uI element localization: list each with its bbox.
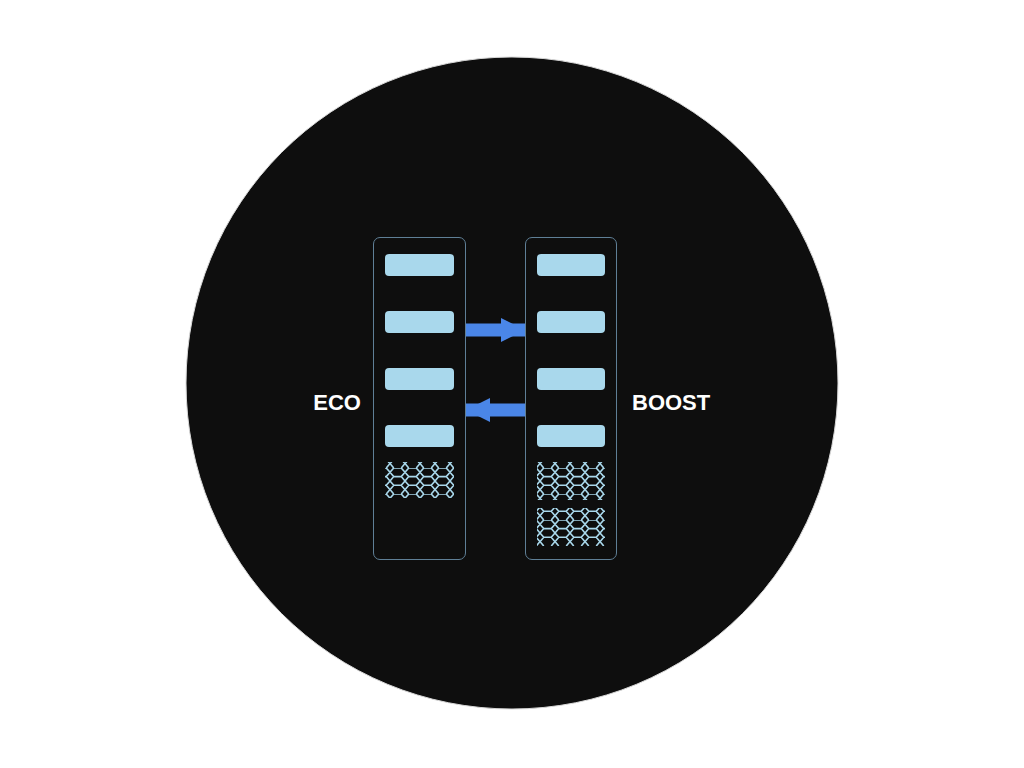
black-disc bbox=[186, 57, 838, 709]
battery-column: BOOST bbox=[525, 237, 617, 560]
mode-switch-arrow bbox=[466, 324, 525, 337]
mode-label: ECO bbox=[313, 392, 361, 414]
mode-label: BOOST bbox=[632, 392, 710, 414]
battery-column: ECO bbox=[373, 237, 466, 560]
mode-switch-arrow bbox=[466, 404, 525, 417]
honeycomb-filter bbox=[385, 462, 605, 546]
cell-bars bbox=[385, 254, 605, 447]
